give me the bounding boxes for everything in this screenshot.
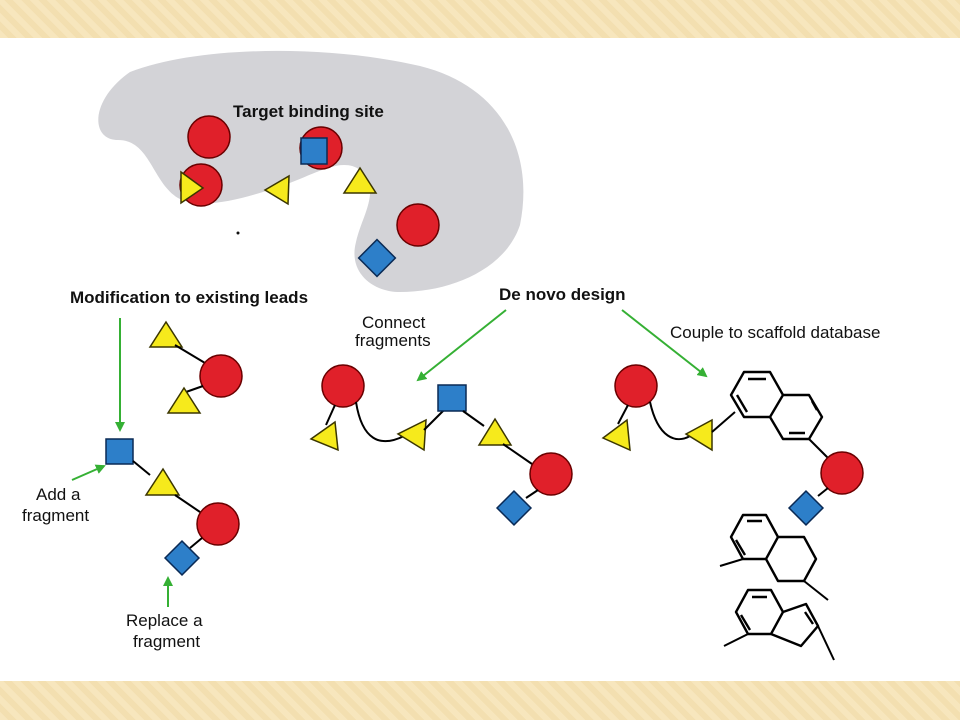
mod-circle (199, 354, 243, 398)
naphthalene-scaffold (729, 370, 824, 441)
scaffold-bicyclic-3-inner (739, 595, 814, 631)
arrow-add-fragment (71, 464, 106, 481)
scaffold-bicyclic-3-stub-1 (723, 633, 749, 647)
scaffold-circle-2 (820, 451, 864, 495)
binding-site-shape (98, 50, 524, 292)
connect-bond-2 (423, 409, 445, 431)
arrow-connect (416, 309, 507, 382)
diagram-panel: Target binding site Modification to exis… (0, 38, 960, 681)
add-circle (196, 502, 240, 546)
scaffold-bicyclic-2 (729, 513, 818, 583)
site-triangle-3 (342, 166, 378, 194)
label-de-novo: De novo design (499, 285, 626, 304)
connect-bond-1 (325, 404, 336, 426)
site-diamond-1 (357, 238, 397, 278)
add-square (105, 438, 134, 465)
label-target-binding-site: Target binding site (233, 102, 384, 121)
label-add-2: fragment (22, 506, 89, 525)
binding-site-dot (236, 231, 240, 235)
connect-bond-5 (525, 489, 539, 499)
scaffold-linker (649, 401, 691, 441)
connect-triangle-3 (477, 417, 513, 446)
site-circle-4 (396, 203, 440, 247)
connect-bond-3 (462, 410, 485, 427)
scaffold-bicyclic-2-stub-2 (803, 580, 829, 601)
label-add-1: Add a (36, 485, 81, 504)
scaffold-bicyclic-2-inner (734, 519, 762, 556)
connect-bond-4 (502, 443, 533, 465)
bottom-border-band (0, 681, 960, 720)
mod-bond-2 (185, 385, 204, 393)
add-bond-1 (132, 460, 151, 476)
arrow-couple (621, 309, 708, 378)
scaffold-triangle-2 (684, 418, 713, 452)
scaffold-bicyclic-2-stub-1 (719, 558, 744, 567)
add-bond-2 (174, 494, 201, 513)
mod-triangle-bottom (166, 386, 202, 414)
connect-square (437, 384, 467, 412)
add-triangle (144, 467, 181, 496)
connect-diamond (495, 489, 533, 527)
add-bond-3 (189, 537, 203, 549)
mod-triangle-top (148, 320, 184, 348)
scaffold-diamond (787, 489, 825, 527)
replace-diamond (163, 539, 201, 577)
scaffold-circle-1 (614, 364, 658, 408)
label-replace-1: Replace a (126, 611, 203, 630)
connect-triangle-1 (309, 420, 339, 452)
label-modification: Modification to existing leads (70, 288, 308, 307)
scaffold-triangle-1 (601, 418, 631, 452)
site-circle-1 (187, 115, 231, 159)
scaffold-bond-4 (817, 487, 829, 497)
label-couple: Couple to scaffold database (670, 323, 880, 342)
connect-circle-2 (529, 452, 573, 496)
top-border-band (0, 0, 960, 38)
label-connect-2: fragments (355, 331, 431, 350)
scaffold-bond-1 (617, 404, 629, 425)
connect-linker (355, 401, 405, 443)
connect-circle-1 (321, 364, 365, 408)
scaffold-bicyclic-3-stub-2 (817, 625, 835, 661)
scaffold-bicyclic-3 (734, 588, 820, 648)
site-triangle-2 (263, 174, 290, 206)
scaffold-bond-2 (711, 411, 736, 433)
label-connect-1: Connect (362, 313, 426, 332)
scaffold-bond-3 (808, 438, 829, 459)
label-replace-2: fragment (133, 632, 200, 651)
site-triangle-1 (180, 170, 205, 205)
naphthalene-inner-bonds (735, 377, 819, 435)
fragment-design-diagram: Target binding site Modification to exis… (22, 50, 880, 661)
connect-triangle-2 (396, 418, 427, 452)
site-square-1 (300, 137, 328, 165)
